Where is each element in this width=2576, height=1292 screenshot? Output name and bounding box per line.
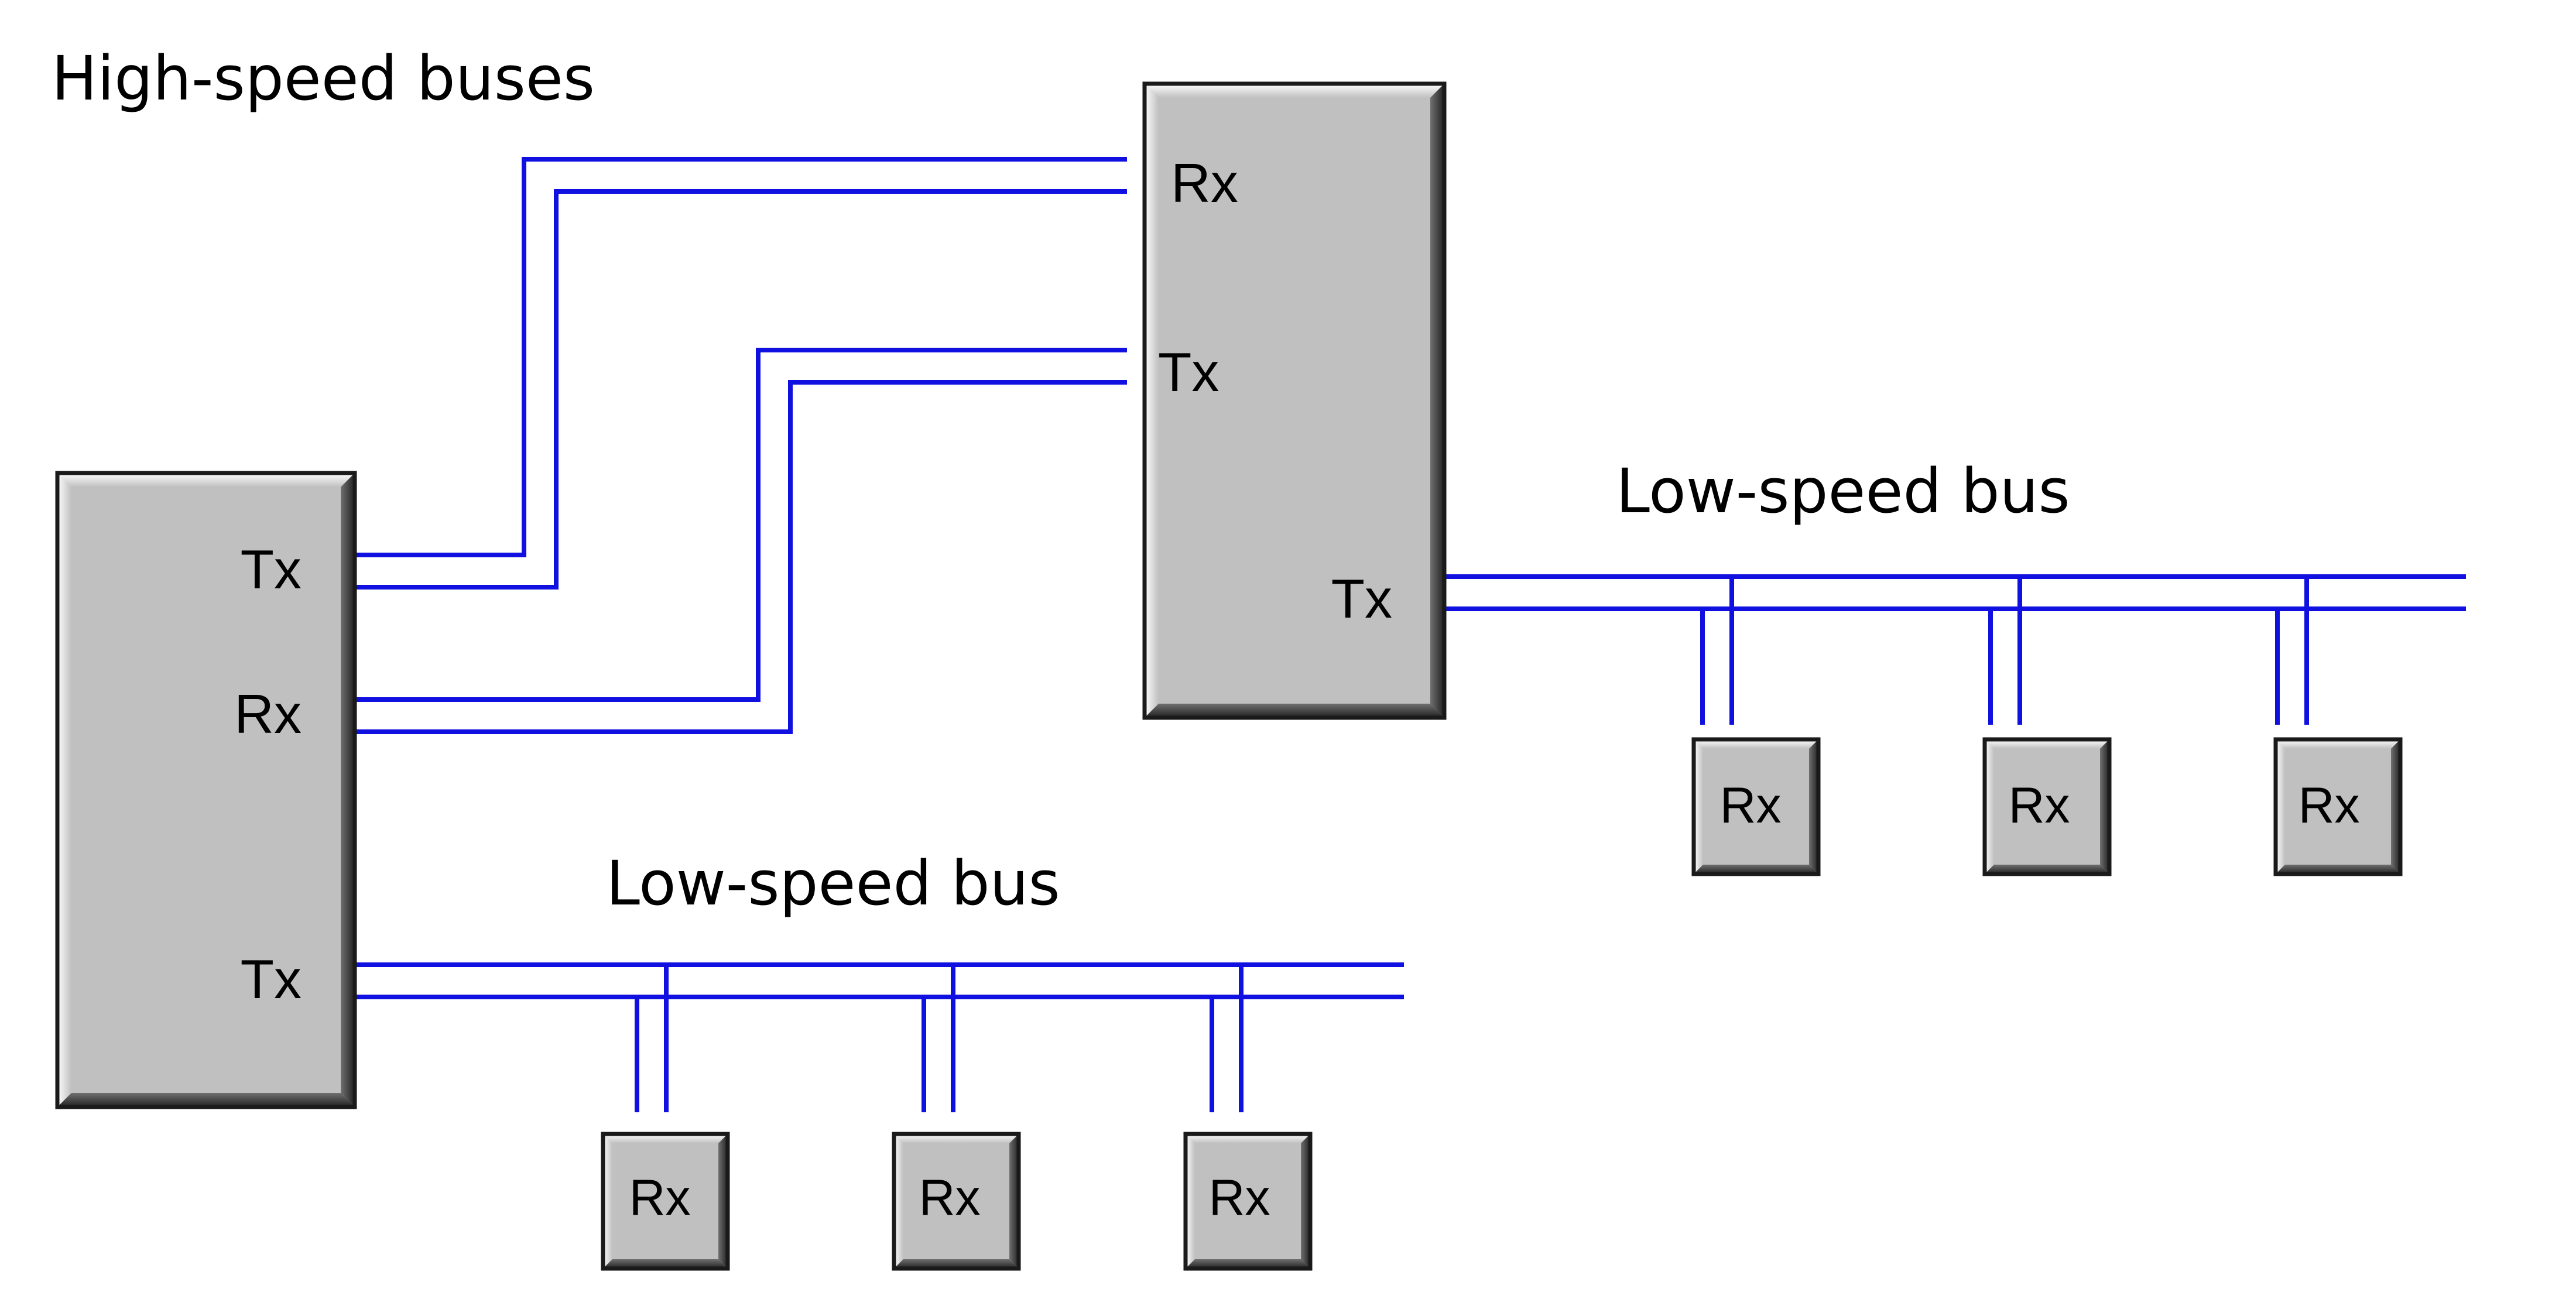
box-bevel-left: [1985, 739, 1994, 874]
box-bevel-bottom: [894, 1259, 1019, 1269]
box-bevel-left: [603, 1134, 612, 1269]
wires: [354, 157, 2466, 1112]
box-bevel-top: [57, 473, 355, 487]
box-face: [1145, 84, 1444, 718]
box-bevel-bottom: [1186, 1259, 1310, 1269]
box-bevel-right: [718, 1134, 728, 1269]
right-bus-receiver-box: [2273, 737, 2403, 876]
left-device-port-rx-high-speed: Rx: [234, 683, 302, 745]
box-bevel-right: [341, 473, 355, 1107]
high-speed-buses-label: High-speed buses: [52, 43, 595, 114]
box-bevel-right: [2391, 739, 2400, 874]
right-device-port-rx-high-speed: Rx: [1171, 152, 1238, 214]
box-bevel-right: [1430, 84, 1444, 718]
right-low-speed-bus-label: Low-speed bus: [1616, 455, 2070, 527]
right-device-port-tx-high-speed: Tx: [1158, 341, 1219, 403]
box-bevel-top: [1186, 1134, 1310, 1143]
box-face: [1186, 1134, 1310, 1269]
box-outline: [55, 471, 357, 1109]
box-outline: [892, 1132, 1021, 1271]
right-bus-receiver-box: [1691, 737, 1821, 876]
left-low-speed-bus-label: Low-speed bus: [606, 848, 1060, 919]
high-speed-bus-rx-tx-wire-b: [354, 380, 1127, 734]
left-bus-receiver-box: [892, 1132, 1021, 1271]
box-outline: [1142, 81, 1447, 720]
box-face: [1694, 739, 1818, 874]
box-bevel-left: [1186, 1134, 1195, 1269]
box-face: [894, 1134, 1019, 1269]
right-bus-receiver-label: Rx: [1719, 777, 1781, 834]
right-device-box: [1142, 81, 1447, 720]
box-bevel-left: [1694, 739, 1703, 874]
right-bus-receiver-label: Rx: [2008, 777, 2070, 834]
box-face: [57, 473, 355, 1107]
left-bus-receiver-label: Rx: [919, 1170, 980, 1226]
left-bus-receiver-box: [601, 1132, 730, 1271]
high-speed-bus-rx-tx-wire-a: [354, 348, 1127, 702]
box-outline: [2273, 737, 2403, 876]
left-device-port-tx-low-speed: Tx: [241, 948, 302, 1010]
box-bevel-right: [2100, 739, 2109, 874]
box-bevel-top: [894, 1134, 1019, 1143]
left-bus-receiver-label: Rx: [1208, 1170, 1270, 1226]
right-bus-receiver-box: [1982, 737, 2112, 876]
box-bevel-left: [894, 1134, 903, 1269]
box-bevel-left: [57, 473, 71, 1107]
box-bevel-top: [1985, 739, 2109, 749]
box-bevel-bottom: [1985, 865, 2109, 874]
box-bevel-right: [1301, 1134, 1310, 1269]
box-face: [2276, 739, 2400, 874]
box-outline: [1691, 737, 1821, 876]
high-speed-bus-tx-rx-wire-b: [354, 189, 1127, 590]
box-face: [603, 1134, 728, 1269]
right-device-port-tx-low-speed: Tx: [1331, 568, 1392, 629]
box-bevel-top: [1145, 84, 1444, 98]
box-bevel-right: [1809, 739, 1818, 874]
box-bevel-bottom: [57, 1093, 355, 1107]
box-bevel-left: [1145, 84, 1159, 718]
box-bevel-left: [2276, 739, 2285, 874]
box-bevel-top: [2276, 739, 2400, 749]
box-bevel-top: [603, 1134, 728, 1143]
left-bus-receiver-box: [1183, 1132, 1313, 1271]
left-device-port-tx-high-speed: Tx: [241, 539, 302, 600]
box-outline: [601, 1132, 730, 1271]
box-bevel-bottom: [2276, 865, 2400, 874]
box-bevel-bottom: [1145, 704, 1444, 718]
left-device-box: [55, 471, 357, 1109]
left-bus-receiver-label: Rx: [629, 1170, 690, 1226]
right-bus-receiver-label: Rx: [2298, 777, 2359, 834]
box-bevel-bottom: [1694, 865, 1818, 874]
high-speed-bus-tx-rx-wire-a: [354, 157, 1127, 557]
box-bevel-top: [1694, 739, 1818, 749]
device-boxes: [55, 81, 2403, 1271]
box-outline: [1982, 737, 2112, 876]
box-face: [1985, 739, 2109, 874]
box-bevel-bottom: [603, 1259, 728, 1269]
box-outline: [1183, 1132, 1313, 1271]
box-bevel-right: [1009, 1134, 1019, 1269]
